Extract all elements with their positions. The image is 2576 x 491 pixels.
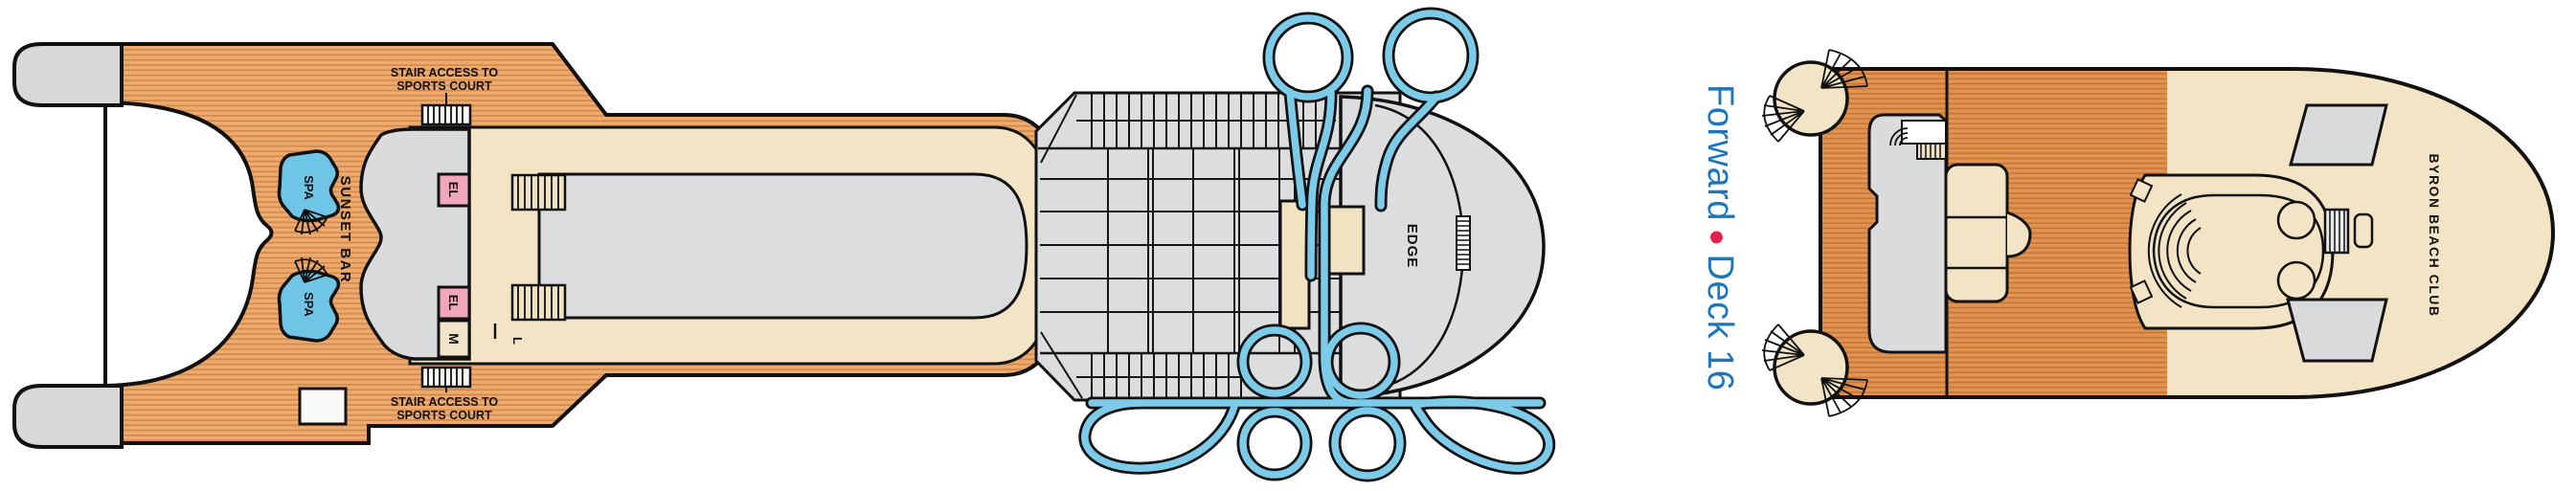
- m-room-label: M: [446, 333, 462, 345]
- elevator-label: EL: [446, 295, 461, 311]
- spa-tub-top: SPA: [277, 149, 341, 235]
- stair-fan-icon: [1761, 324, 1868, 417]
- pool-entry-steps: [2147, 193, 2202, 308]
- forward-deck-section: BYRON BEACH CLUB: [1761, 49, 2556, 417]
- waterslide-tube: [1081, 10, 1553, 480]
- stairs-icon: [1916, 143, 1947, 160]
- fork-tip-cap-bottom: [12, 384, 124, 449]
- stairs-icon: [420, 103, 472, 126]
- byron-pool: [2128, 173, 2374, 330]
- stairs-icon: [510, 173, 567, 212]
- slide-platform: [1278, 199, 1366, 330]
- edge-label: EDGE: [1404, 224, 1420, 269]
- waterslide-tubes: [1078, 7, 1556, 482]
- stair-notch: [1901, 120, 1947, 145]
- aft-deck-section: EDGE EL EL M L: [12, 7, 1556, 482]
- pool-step-tab: [2129, 279, 2154, 304]
- pool-bench: [2353, 212, 2374, 249]
- corner-stair-top: [1761, 49, 1868, 143]
- elevator-box: [437, 172, 471, 208]
- sunset-bar-label: SUNSET BAR: [337, 176, 353, 284]
- grid-lines: [1038, 94, 1398, 399]
- curved-stair-icon: [1889, 127, 1909, 146]
- edge-ladder-icon: [1456, 215, 1471, 271]
- l-room-label: L: [510, 337, 525, 345]
- stair-access-label-line1: STAIR ACCESS TO: [391, 66, 499, 79]
- seating-dividers: [1946, 215, 2007, 270]
- stairs-icon: [510, 283, 567, 322]
- spa-steps-fan: [294, 209, 328, 235]
- byron-beach-club-label: BYRON BEACH CLUB: [2427, 154, 2442, 318]
- seating-block: [1944, 163, 2032, 303]
- elevator-label: EL: [446, 182, 461, 198]
- seating-bump: [2006, 211, 2032, 258]
- pool-ladder-icon: [2323, 208, 2350, 255]
- stair-fan-icon: [1761, 49, 1868, 143]
- spa-tub-bottom: SPA: [277, 257, 341, 343]
- spa-label: SPA: [302, 175, 316, 200]
- forward-label: Forward: [1700, 84, 1740, 221]
- deck-side-label: Forward ● Deck 16: [1700, 84, 1740, 391]
- sports-court-access-bottom: STAIR ACCESS TO SPORTS COURT: [391, 366, 499, 422]
- deck-number-label: Deck 16: [1700, 255, 1740, 391]
- whirlpool-circle: [2276, 260, 2316, 301]
- fork-tip-cap-top: [12, 42, 124, 107]
- central-structure: [537, 172, 1028, 320]
- edge-dome-outline: [1339, 95, 1546, 399]
- elevator-box: [437, 285, 471, 321]
- deck-utility-square: [298, 387, 348, 426]
- interior-stairs: [510, 173, 567, 322]
- bow-fork-cutout: [103, 100, 274, 389]
- shade-panel-bottom: [2286, 298, 2388, 363]
- edge-dome: EDGE: [1339, 95, 1546, 399]
- spa-label: SPA: [302, 292, 316, 317]
- deck-label-text: Forward ● Deck 16: [1700, 84, 1740, 391]
- stair-access-label-line1: STAIR ACCESS TO: [391, 395, 499, 409]
- spa-steps-fan: [294, 257, 328, 283]
- stair-access-label-line2: SPORTS COURT: [396, 79, 492, 93]
- stair-access-label-line2: SPORTS COURT: [396, 409, 492, 422]
- forward-bar-structure: [1867, 113, 1948, 354]
- whirlpool-circle: [2276, 200, 2316, 240]
- corner-stair-bottom: [1761, 324, 1868, 417]
- pool-step-tab: [2129, 178, 2154, 203]
- m-room-box: [437, 319, 471, 359]
- sports-court-access-top: STAIR ACCESS TO SPORTS COURT: [391, 66, 499, 126]
- bullet-separator: ●: [1702, 229, 1733, 247]
- shade-panel-top: [2289, 103, 2388, 167]
- stairs-icon: [420, 366, 472, 389]
- elevator-lobby: EL EL M L: [437, 172, 525, 359]
